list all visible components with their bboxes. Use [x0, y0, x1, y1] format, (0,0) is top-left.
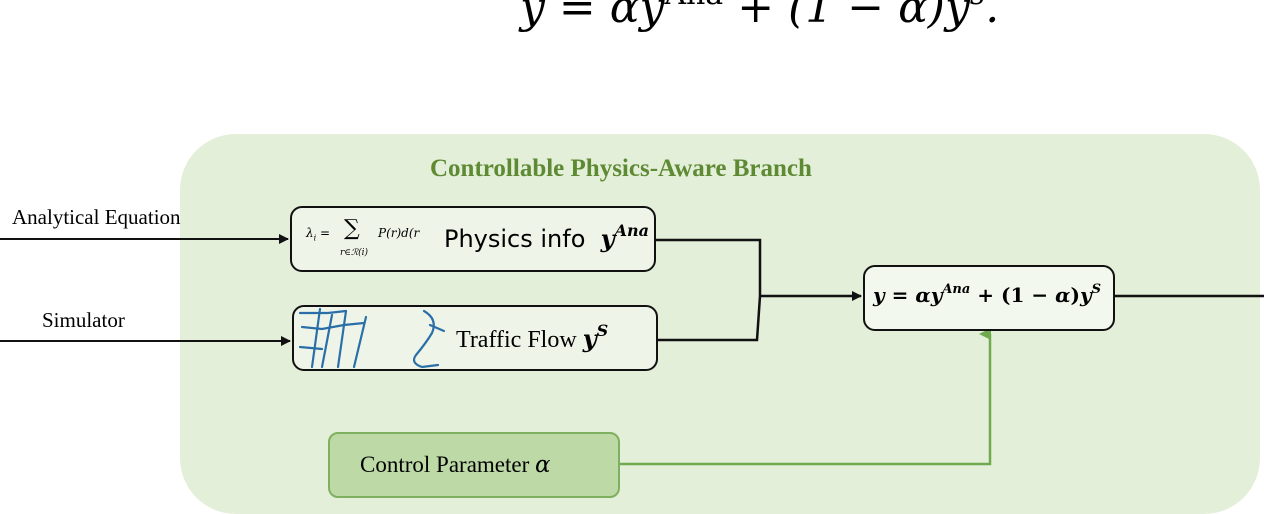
summation-subscript: r∈ℛ(i) — [340, 248, 369, 258]
road-network-icon — [298, 307, 446, 369]
analytical-equation-label: Analytical Equation — [12, 205, 181, 229]
traffic-flow-box: Traffic Flow yS — [292, 305, 658, 371]
control-parameter-label: Control Parameter α — [360, 452, 551, 478]
physics-info-label: Physics info yAna — [444, 221, 650, 253]
physics-to-merge-line — [656, 238, 762, 296]
summation-symbol: ∑ — [344, 216, 360, 241]
simulator-label: Simulator — [42, 308, 125, 332]
rate-equation: λi = — [306, 226, 331, 243]
traffic-flow-label: Traffic Flow yS — [456, 321, 609, 353]
physics-info-box: λi = ∑ r∈ℛ(i) P(r)d(r Physics info yAna — [290, 206, 656, 272]
output-formula-box: y = αyAna + (1 − α)yS — [863, 265, 1115, 331]
output-formula: y = αyAna + (1 − α)yS — [873, 282, 1101, 307]
panel-title: Controllable Physics-Aware Branch — [430, 155, 812, 182]
traffic-to-merge-line — [658, 295, 762, 342]
control-to-output-arrow — [620, 328, 992, 466]
control-parameter-box: Control Parameter α — [328, 432, 620, 498]
top-formula: y = αyAna + (1 − α)ys. — [520, 0, 1000, 33]
rate-equation-rhs: P(r)d(r — [378, 226, 420, 240]
connector-lines — [0, 234, 1264, 466]
